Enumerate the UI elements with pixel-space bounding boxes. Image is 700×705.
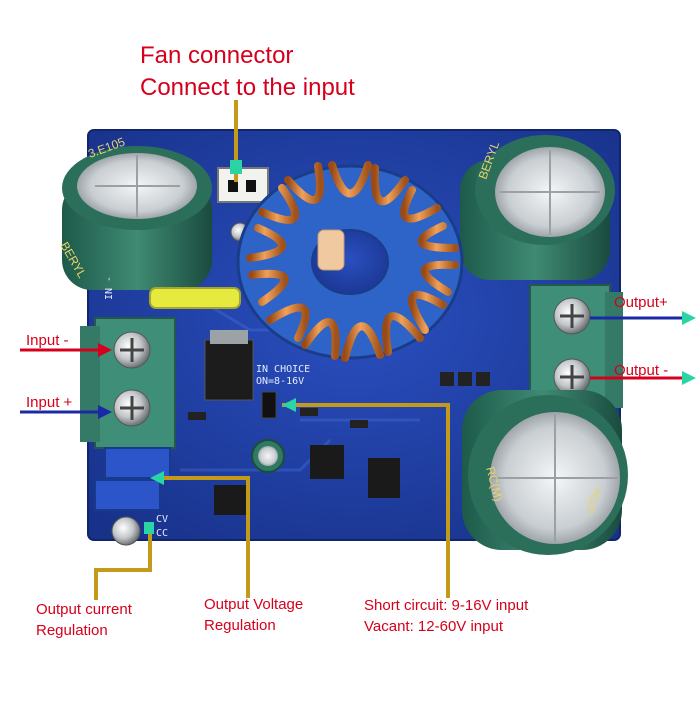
silk-in-minus-side: IN - <box>104 276 115 300</box>
silk-on-range: ON=8-16V <box>256 376 304 387</box>
fuse <box>149 287 241 309</box>
fan-label-line2: Connect to the input <box>140 74 355 101</box>
ic-chip-1 <box>310 445 344 479</box>
leader-current <box>94 526 152 600</box>
fan-connector <box>217 167 269 203</box>
input-terminal-block <box>80 317 176 449</box>
input-minus-arrow <box>20 343 112 357</box>
input-plus-arrow <box>20 405 112 419</box>
ic-chip-3 <box>214 485 248 515</box>
output-plus-arrow <box>590 311 696 325</box>
input-plus-label: Input + <box>26 394 73 411</box>
silk-cc: CC <box>156 528 168 539</box>
output-plus-label: Output+ <box>614 294 668 311</box>
leader-short <box>282 403 450 598</box>
leader-lines <box>94 100 450 600</box>
voltage-label-line2: Regulation <box>204 617 276 634</box>
short-label-line2: Vacant: 12-60V input <box>364 618 503 635</box>
capacitor-bottom-right: RC(M) 470u <box>462 390 628 555</box>
smd-resistors <box>188 372 490 428</box>
ic-chip-2 <box>368 458 400 498</box>
input-choice-jumper <box>261 391 277 419</box>
output-minus-label: Output - <box>614 362 669 379</box>
capacitor-top-right: BERYL <box>460 135 615 280</box>
fan-label-line1: Fan connector <box>140 42 294 69</box>
input-minus-label: Input - <box>26 332 69 349</box>
small-electrolytic <box>251 439 285 473</box>
toroid-inductor <box>236 161 464 362</box>
current-label-line1: Output current <box>36 601 132 618</box>
cap-bottom-value: 470u <box>583 486 603 515</box>
potentiometer-voltage <box>104 447 171 479</box>
silk-cv: CV <box>156 514 168 525</box>
bottom-mounting-screw <box>111 516 141 546</box>
output-minus-arrow <box>590 371 696 385</box>
silk-in-choice: IN CHOICE <box>256 364 310 375</box>
potentiometer-current <box>94 479 161 511</box>
mosfet <box>204 330 254 401</box>
leader-markers <box>144 160 296 534</box>
leader-voltage <box>160 476 250 598</box>
voltage-label-line1: Output Voltage <box>204 596 304 613</box>
capacitor-top-left: BERYL 3.E105 <box>57 135 212 290</box>
short-label-line1: Short circuit: 9-16V input <box>364 597 529 614</box>
current-label-line2: Regulation <box>36 622 108 639</box>
